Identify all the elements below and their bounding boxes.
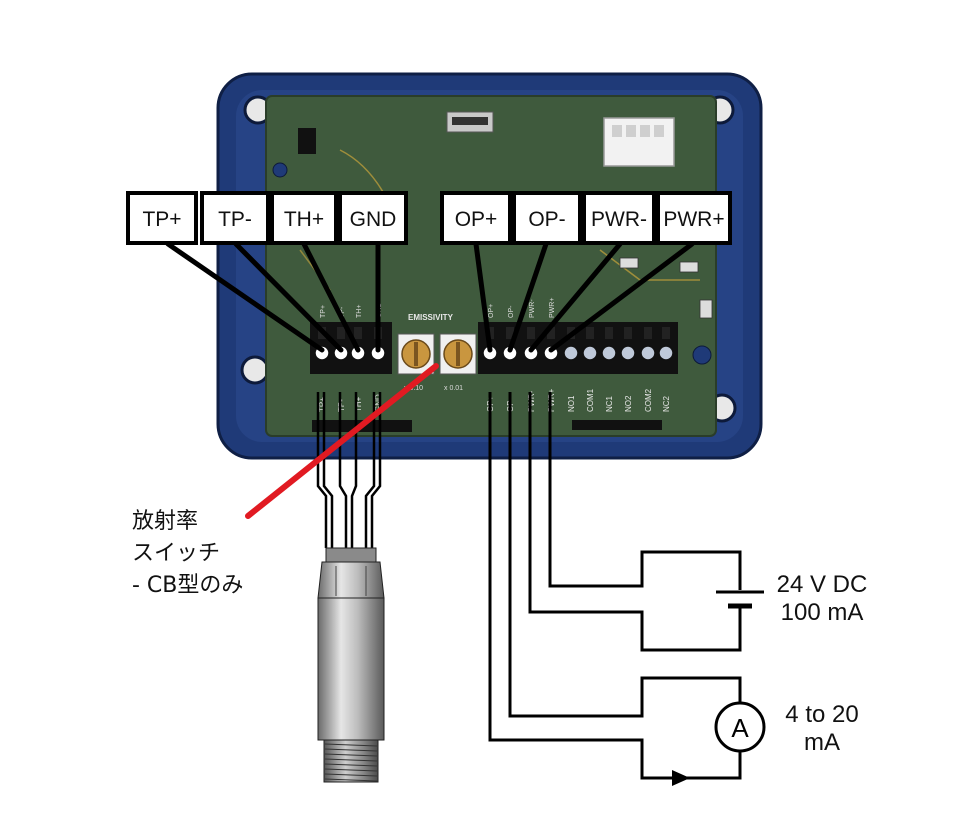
terminal-label-box: OP- (512, 191, 582, 245)
pcb-terminal-label: NO2 (624, 395, 633, 412)
note-line-2: スイッチ (132, 541, 220, 566)
terminal-label-text: TH+ (284, 208, 324, 231)
emissivity-label: EMISSIVITY (408, 313, 454, 322)
battery-icon (716, 590, 764, 609)
terminal-label-box: GND (338, 191, 408, 245)
terminal-label-text: OP- (528, 208, 565, 231)
pcb-pin-label: TP- (339, 306, 346, 318)
ammeter-icon: A (714, 701, 766, 753)
meter-spec: 4 to 20 mA (785, 701, 858, 756)
pcb-terminal-label: NC2 (662, 395, 671, 412)
terminal-label-box: TP+ (126, 191, 198, 245)
pcb-pin-label: PWR- (529, 299, 536, 318)
terminal-label-box: TH+ (270, 191, 338, 245)
emissivity-switch: EMISSIVITY x 0.10 x 0.01 (397, 313, 477, 392)
power-line-2: 100 mA (781, 599, 864, 626)
terminal-label-box: PWR+ (656, 191, 732, 245)
pcb-terminal-label: NC1 (605, 395, 614, 412)
terminal-label-box: OP+ (440, 191, 512, 245)
emissivity-switch-note: 放射率 スイッチ - CB型のみ (132, 509, 243, 598)
leader-lines (165, 241, 695, 353)
power-spec: 24 V DC 100 mA (777, 571, 868, 626)
ir-sensor (317, 547, 385, 783)
pcb-terminal-label: TP- (337, 399, 346, 412)
terminal-label-text: TP- (218, 208, 252, 231)
terminal-label-text: GND (350, 208, 397, 231)
meter-line-2: mA (804, 729, 840, 756)
terminal-label-text: PWR+ (663, 208, 724, 231)
ammeter-symbol: A (731, 713, 749, 743)
dial-left-label: x 0.10 (404, 385, 423, 392)
pcb-pin-label: PWR+ (549, 298, 556, 318)
pcb-terminal-label: GND (374, 394, 383, 412)
mount-hole-icon (240, 355, 270, 385)
terminal-screw-icon (640, 345, 656, 361)
pcb-terminal-label: COM2 (644, 388, 653, 412)
note-line-3: - CB型のみ (132, 573, 243, 598)
terminal-screw-icon (563, 345, 579, 361)
meter-line-1: 4 to 20 (785, 701, 858, 728)
dial-right-label: x 0.01 (444, 385, 463, 392)
current-arrow-icon (672, 770, 690, 786)
terminal-label-text: OP+ (455, 208, 498, 231)
terminal-label-text: PWR- (591, 208, 647, 231)
terminal-screw-icon (582, 345, 598, 361)
terminal-screw-icon (601, 345, 617, 361)
circuit-board (265, 95, 717, 437)
pcb-pin-label: OP- (508, 305, 515, 318)
terminal-screw-icon (620, 345, 636, 361)
power-line-1: 24 V DC (777, 571, 868, 598)
pcb-terminal-label: TH+ (354, 396, 363, 412)
pcb-terminal-label: TP+ (318, 397, 327, 412)
emissivity-pointer (245, 363, 439, 519)
pcb-terminal-label: NO1 (567, 395, 576, 412)
terminal-label-box: PWR- (582, 191, 656, 245)
note-line-1: 放射率 (132, 509, 198, 534)
pcb-pin-label: TP+ (320, 305, 327, 318)
pcb-pin-label: OP+ (488, 304, 495, 318)
output-wiring (488, 392, 742, 780)
terminal-screw-icon (658, 345, 674, 361)
terminal-label-box: TP- (200, 191, 270, 245)
terminal-label-text: TP+ (142, 208, 181, 231)
pcb-pin-label: TH+ (356, 305, 363, 318)
pcb-terminal-label: COM1 (586, 388, 595, 412)
terminal-label-boxes: TP+ TP- TH+ GND OP+ OP- PWR- PWR+ (126, 191, 732, 245)
